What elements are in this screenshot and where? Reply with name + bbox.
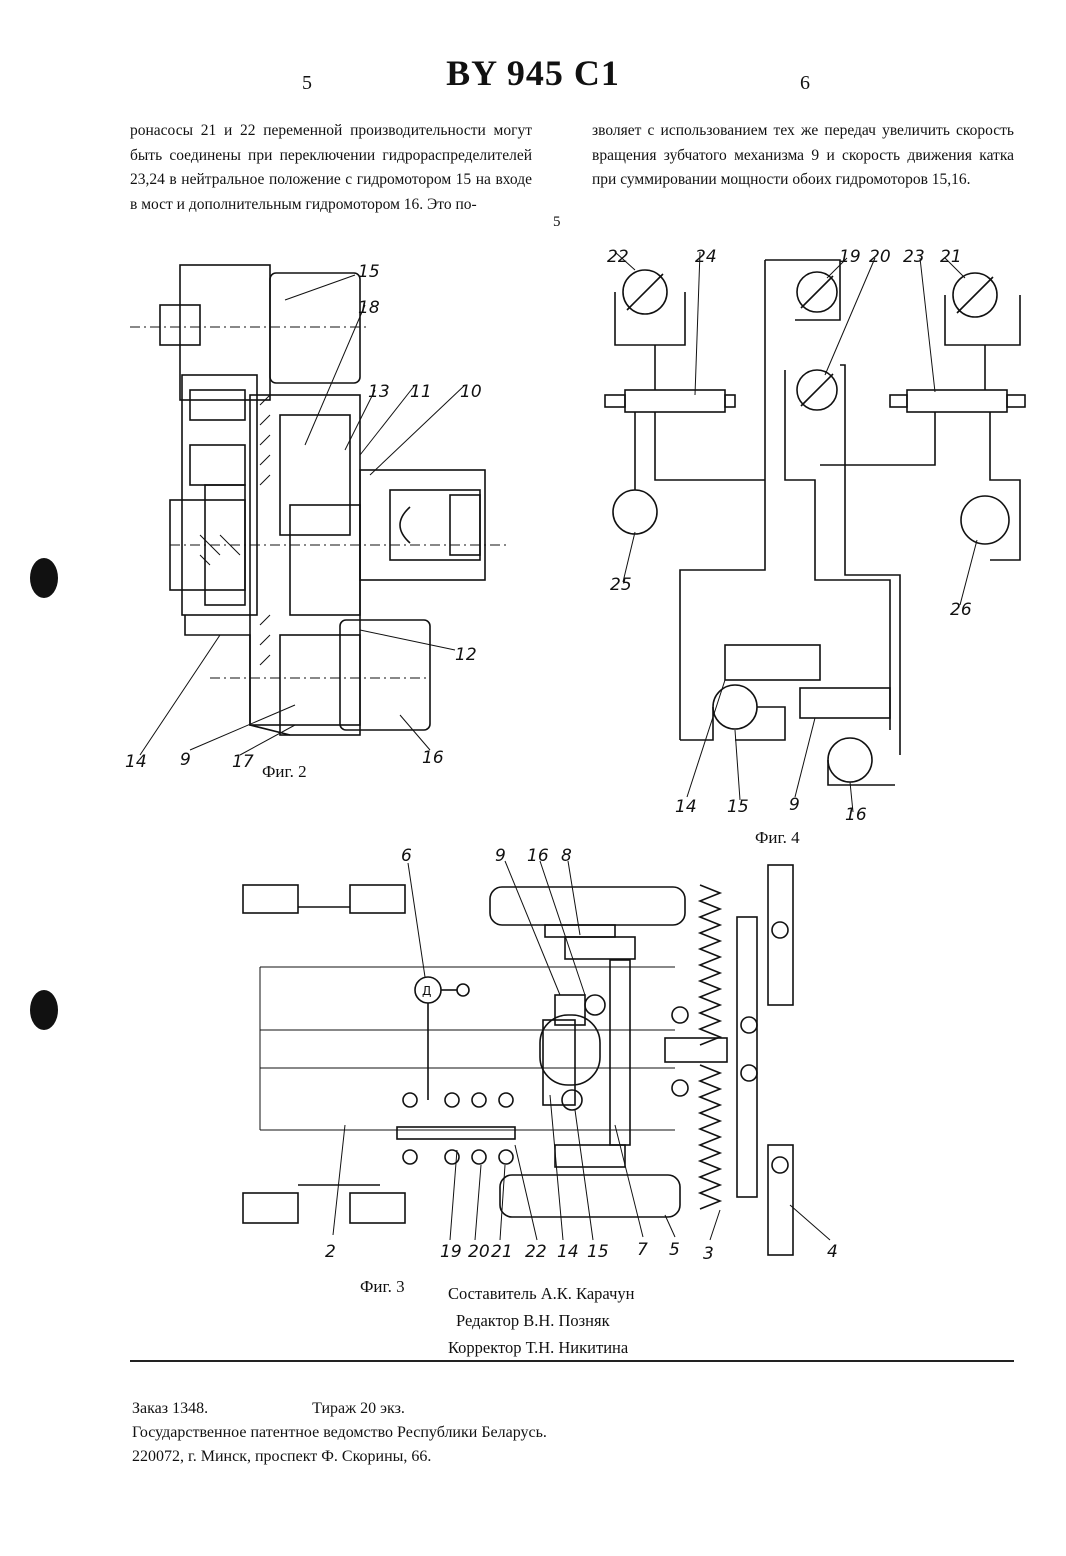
fig4-label-15: 15	[727, 797, 749, 817]
fig3-label-8: 8	[561, 846, 572, 866]
corrector-line: Корректор Т.Н. Никитина	[448, 1334, 634, 1361]
fig4-label-24: 24	[695, 247, 717, 267]
fig3-label-5: 5	[669, 1240, 680, 1260]
fig2-label-10: 10	[460, 382, 482, 402]
compiler-line: Составитель А.К. Карачун	[448, 1280, 634, 1307]
fig2-label-14: 14	[125, 752, 147, 772]
fig3-label-19: 19	[440, 1242, 462, 1262]
figure-2-caption: Фиг. 2	[262, 762, 307, 782]
fig3-label-20: 20	[468, 1242, 490, 1262]
fig2-label-13: 13	[368, 382, 390, 402]
figure-3-caption: Фиг. 3	[360, 1277, 405, 1297]
margin-line-number: 5	[553, 214, 561, 231]
fig2-label-15: 15	[358, 262, 380, 282]
fig3-motor-symbol: Д	[422, 984, 431, 998]
editor-line: Редактор В.Н. Позняк	[448, 1307, 634, 1334]
patent-office: Государственное патентное ведомство Респ…	[132, 1421, 832, 1445]
fig3-label-9: 9	[495, 846, 506, 866]
fig3-label-7: 7	[637, 1240, 648, 1260]
fig4-label-23: 23	[903, 247, 925, 267]
fig4-label-21: 21	[940, 247, 962, 267]
punch-hole-top	[30, 558, 58, 598]
fig3-label-21: 21	[491, 1242, 513, 1262]
figure-2-drawing: 15 18 13 11 10 12 14 9 17 16	[110, 245, 530, 785]
fig2-label-18: 18	[358, 298, 380, 318]
circulation: Тираж 20 экз.	[312, 1400, 405, 1417]
footer-block: Заказ 1348. Тираж 20 экз. Государственно…	[132, 1397, 832, 1469]
right-text-column: зволяет с использованием тех же передач …	[592, 119, 1014, 193]
fig2-label-16: 16	[422, 748, 444, 768]
fig4-label-22: 22	[607, 247, 629, 267]
fig3-label-6: 6	[401, 846, 412, 866]
fig3-label-14: 14	[557, 1242, 579, 1262]
fig4-label-14: 14	[675, 797, 697, 817]
fig2-label-12: 12	[455, 645, 477, 665]
footer-divider	[130, 1360, 1014, 1362]
punch-hole-bottom	[30, 990, 58, 1030]
figure-3-drawing: Д 6 9 16 8 2 19 20 21 22 14 15 7 5 3 4	[225, 845, 860, 1275]
left-text-column: ронасосы 21 и 22 переменной производител…	[130, 119, 532, 217]
figure-4-drawing: 22 24 19 20 23 21 25 26 14 15 9 16	[595, 240, 1035, 825]
fig3-label-16: 16	[527, 846, 549, 866]
fig4-label-25: 25	[610, 575, 632, 595]
fig3-label-3: 3	[703, 1244, 714, 1264]
left-column-text: ронасосы 21 и 22 переменной производител…	[130, 119, 532, 217]
fig2-label-11: 11	[410, 382, 432, 402]
fig3-label-22: 22	[525, 1242, 547, 1262]
fig2-label-17: 17	[232, 752, 254, 772]
patent-number-title: BY 945 C1	[0, 52, 1066, 94]
office-address: 220072, г. Минск, проспект Ф. Скорины, 6…	[132, 1445, 832, 1469]
fig4-label-20: 20	[869, 247, 891, 267]
right-page-number: 6	[800, 72, 810, 95]
fig4-label-9: 9	[789, 795, 800, 815]
fig4-label-16: 16	[845, 805, 867, 825]
fig3-label-15: 15	[587, 1242, 609, 1262]
fig2-label-9: 9	[180, 750, 191, 770]
order-number: Заказ 1348.	[132, 1400, 208, 1417]
fig4-label-19: 19	[839, 247, 861, 267]
right-column-text: зволяет с использованием тех же передач …	[592, 119, 1014, 193]
fig4-label-26: 26	[950, 600, 972, 620]
credits-block: Составитель А.К. Карачун Редактор В.Н. П…	[448, 1280, 634, 1361]
fig3-label-2: 2	[325, 1242, 336, 1262]
fig3-label-4: 4	[827, 1242, 838, 1262]
